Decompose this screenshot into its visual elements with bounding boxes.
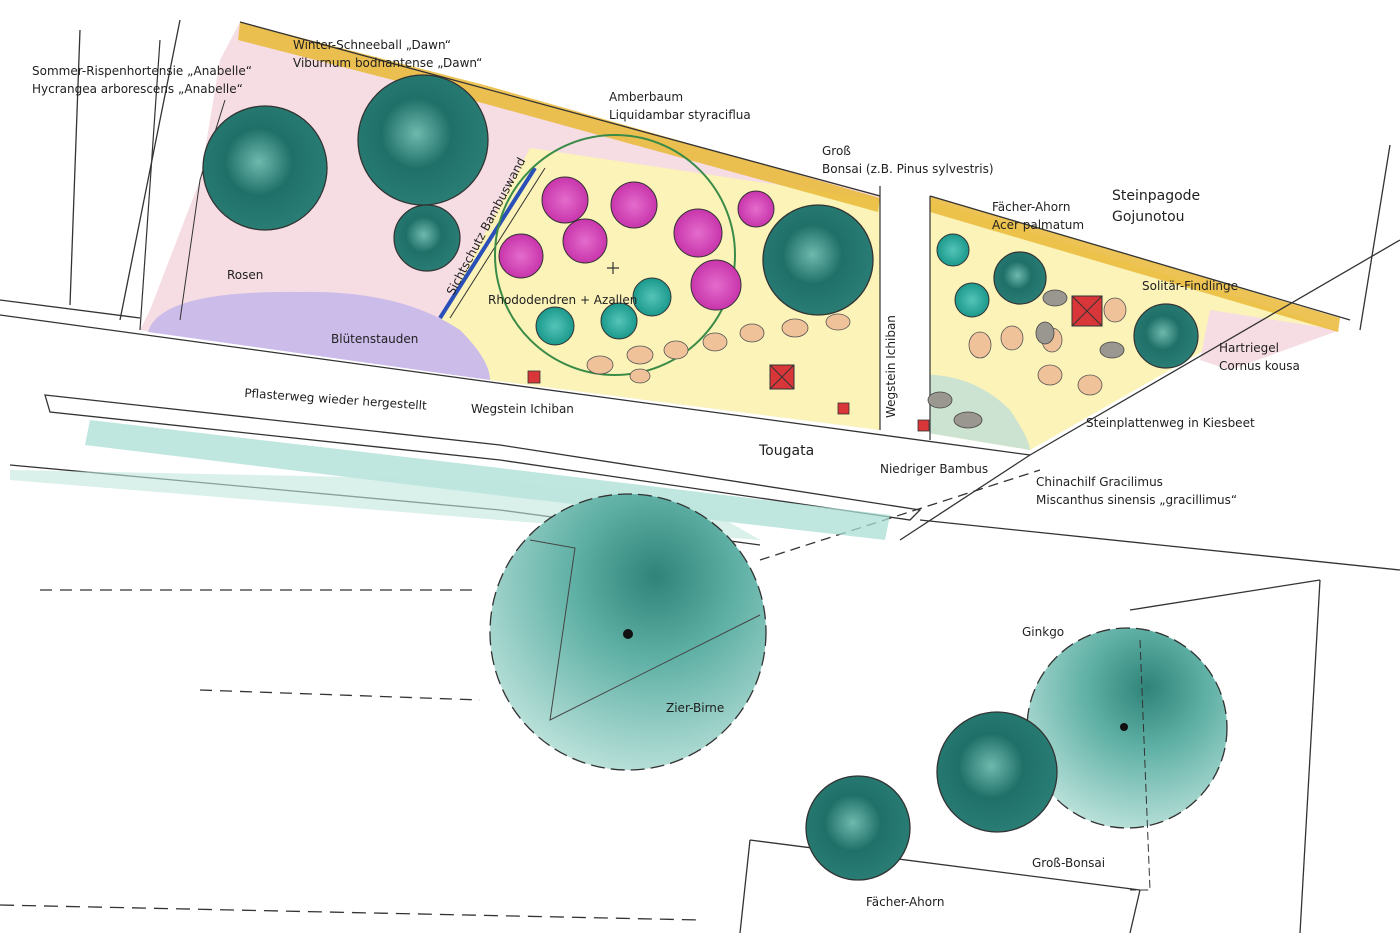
rhododendron (498, 233, 544, 279)
label-rhododendron: Rhododendren + Azallen (488, 293, 638, 307)
label-wegstein-vertical: Wegstein Ichiban (884, 315, 898, 418)
label-gross: Groß (822, 144, 851, 158)
bamboo-screen (438, 166, 537, 320)
rhododendron (690, 259, 742, 311)
label-stone-path: Steinplattenweg in Kiesbeet (1086, 416, 1255, 430)
label-boulders: Solitär-Findlinge (1142, 279, 1239, 293)
cornus-tree (1133, 303, 1199, 369)
markers (527, 295, 1103, 432)
label-miscanthus-common: Chinachilf Gracilimus (1036, 475, 1163, 489)
rhododendron (562, 218, 608, 264)
label-low-bamboo: Niedriger Bambus (880, 462, 989, 476)
label-hydrangea-common: Sommer-Rispenhortensie „Anabelle“ (32, 64, 252, 78)
viburnum-tree (357, 74, 489, 206)
shrub (954, 282, 990, 318)
label-amberbaum-latin: Liquidambar styraciflua (609, 108, 751, 122)
label-large-bonsai: Groß-Bonsai (1032, 856, 1106, 870)
trees-upper (202, 74, 1199, 369)
bamboo-screen-edge (449, 167, 546, 319)
lower-trees (805, 627, 1228, 891)
azalea (600, 302, 638, 340)
rhododendron (541, 176, 589, 224)
wegstein-marker (917, 419, 930, 432)
label-amberbaum: Amberbaum (609, 90, 684, 104)
label-fan-maple: Fächer-Ahorn (866, 895, 945, 909)
stone-pagoda (1071, 295, 1103, 327)
rhododendron (673, 208, 723, 258)
label-rosen: Rosen (227, 268, 264, 282)
label-maple-common: Fächer-Ahorn (992, 200, 1071, 214)
rhododendron (610, 181, 658, 229)
azalea (535, 306, 575, 346)
label-hydrangea-latin: Hycrangea arborescens „Anabelle“ (32, 82, 243, 96)
label-ginkgo: Ginkgo (1022, 625, 1065, 639)
label-miscanthus-latin: Miscanthus sinensis „gracillimus“ (1036, 493, 1238, 507)
maple-tree (993, 251, 1047, 305)
label-viburnum-latin: Viburnum bodnantense „Dawn“ (293, 56, 483, 70)
hydrangea-tree (202, 105, 328, 231)
small-tree (393, 204, 461, 272)
amberbaum-canopy (494, 134, 736, 376)
label-cornus-common: Hartriegel (1219, 341, 1279, 355)
wegstein-marker (837, 402, 850, 415)
label-maple-latin: Acer palmatum (992, 218, 1085, 232)
label-cornus-latin: Cornus kousa (1219, 359, 1300, 373)
rhododendron (737, 190, 775, 228)
label-pagoda: Steinpagode (1112, 188, 1201, 204)
wegstein-marker (527, 370, 541, 384)
label-tougata: Tougata (759, 443, 815, 459)
amberbaum-group (494, 134, 775, 376)
label-bonsai: Bonsai (z.B. Pinus sylvestris) (822, 162, 994, 176)
ornamental-pear-tree (489, 493, 767, 771)
fan-maple-tree (805, 775, 911, 881)
large-bonsai-tree (936, 711, 1058, 833)
label-ornamental-pear: Zier-Birne (666, 701, 725, 715)
azalea (632, 277, 672, 317)
label-gojunotou: Gojunotou (1112, 209, 1185, 225)
label-viburnum-common: Winter-Schneeball „Dawn“ (293, 38, 451, 52)
bonsai-tree (762, 204, 874, 316)
boulders (927, 289, 1125, 429)
label-perennials: Blütenstauden (331, 332, 419, 346)
tougata-lantern (769, 364, 795, 390)
label-wegstein: Wegstein Ichiban (471, 402, 574, 416)
shrub (936, 233, 970, 267)
